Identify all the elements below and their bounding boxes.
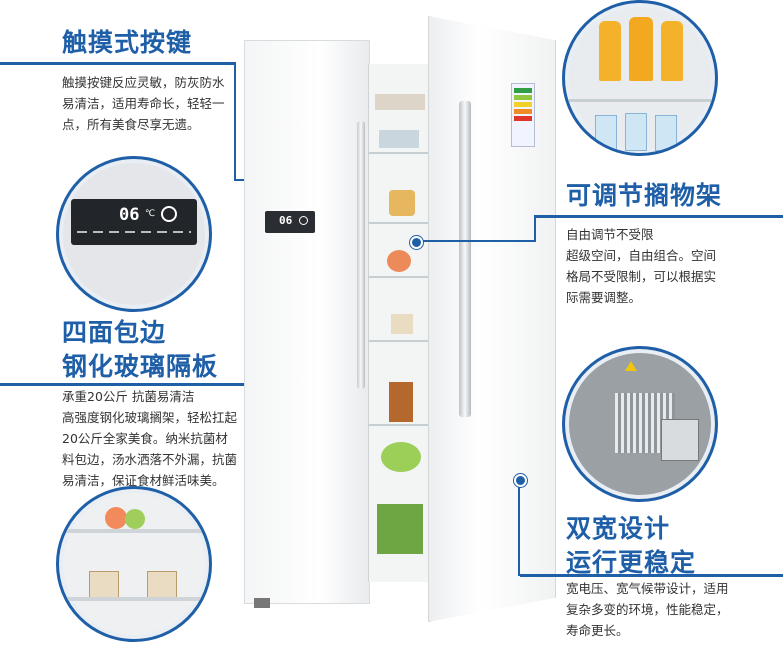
- feature-shelf-rule: [534, 215, 783, 218]
- connector-voltage-dot: [514, 474, 527, 487]
- interior-item: [389, 382, 413, 422]
- connector-voltage-v: [518, 480, 520, 576]
- juice-bottle-image: [599, 21, 621, 81]
- shelf-edge-top: [59, 529, 209, 533]
- interior-shelf: [369, 424, 431, 426]
- feature-glass-body: 承重20公斤 抗菌易清洁 高强度钢化玻璃搁架，轻松扛起 20公斤全家美食。纳米抗…: [62, 389, 238, 488]
- water-bottle-image: [655, 115, 677, 151]
- interior-item: [381, 442, 421, 472]
- water-bottle-image: [625, 113, 647, 151]
- left-door: 06: [244, 40, 370, 604]
- temperature-unit: ℃: [145, 209, 156, 219]
- door-bin-closeup: [562, 0, 718, 156]
- feature-touch-title: 触摸式按键: [62, 28, 193, 57]
- interior-item: [377, 504, 423, 554]
- interior-item: [375, 94, 425, 110]
- feature-glass-rule: [0, 383, 334, 386]
- feature-touch-body: 触摸按键反应灵敏，防灰防水 易清洁，适用寿命长，轻轻一 点，所有美食尽享无遗。: [62, 75, 225, 132]
- fridge-display-panel: 06: [265, 211, 315, 233]
- apple-image: [125, 509, 145, 529]
- lock-icon: [161, 206, 177, 222]
- feature-glass-title: 四面包边 钢化玻璃隔板: [62, 318, 219, 381]
- left-door-handle: [357, 121, 365, 389]
- jar-image: [147, 571, 177, 599]
- fridge-lock-icon: [299, 216, 308, 225]
- interior-item: [379, 130, 419, 148]
- temperature-readout: 06: [119, 205, 140, 225]
- fridge-foot: [254, 598, 270, 608]
- interior-item: [391, 314, 413, 334]
- control-panel-closeup: 06 ℃: [56, 156, 212, 312]
- interior-shelf: [369, 276, 431, 278]
- feature-voltage-title: 双宽设计 运行更稳定: [566, 514, 697, 577]
- right-door-handle: [459, 101, 471, 417]
- right-door: [428, 16, 556, 622]
- feature-shelf-title: 可调节搁物架: [566, 181, 723, 210]
- juice-bottle-image: [629, 17, 653, 81]
- feature-voltage-body: 宽电压、宽气候带设计，适用 复杂多变的环境，性能稳定， 寿命更长。: [566, 581, 729, 638]
- interior-item: [389, 190, 415, 216]
- display-panel: 06 ℃: [71, 199, 197, 245]
- compressor-closeup: [562, 346, 718, 502]
- interior-item: [387, 250, 411, 272]
- interior-shelf: [369, 152, 431, 154]
- fridge-interior: [368, 64, 431, 582]
- connector-touch-v: [234, 62, 236, 180]
- shelf-edge-bottom: [59, 597, 209, 601]
- juice-bottle-image: [661, 21, 683, 81]
- energy-label: [511, 83, 535, 147]
- feature-touch-rule: [0, 62, 236, 65]
- connector-shelf-v: [534, 215, 536, 241]
- connector-shelf-dot: [410, 236, 423, 249]
- glass-shelf-closeup: [56, 486, 212, 642]
- interior-shelf: [369, 340, 431, 342]
- fan-cover: [661, 419, 699, 461]
- connector-shelf-h: [414, 240, 536, 242]
- warning-icon: [625, 361, 637, 371]
- water-bottle-image: [595, 115, 617, 151]
- door-bin-shelf: [565, 99, 715, 102]
- grapefruit-image: [105, 507, 127, 529]
- jar-image: [89, 571, 119, 599]
- interior-shelf: [369, 222, 431, 224]
- feature-voltage-rule: [520, 574, 783, 577]
- fridge-temperature: 06: [279, 214, 293, 227]
- feature-shelf-body: 自由调节不受限 超级空间，自由组合。空间 格局不受限制，可以根据实 际需要调整。: [566, 227, 717, 305]
- touch-key-row: [77, 231, 191, 233]
